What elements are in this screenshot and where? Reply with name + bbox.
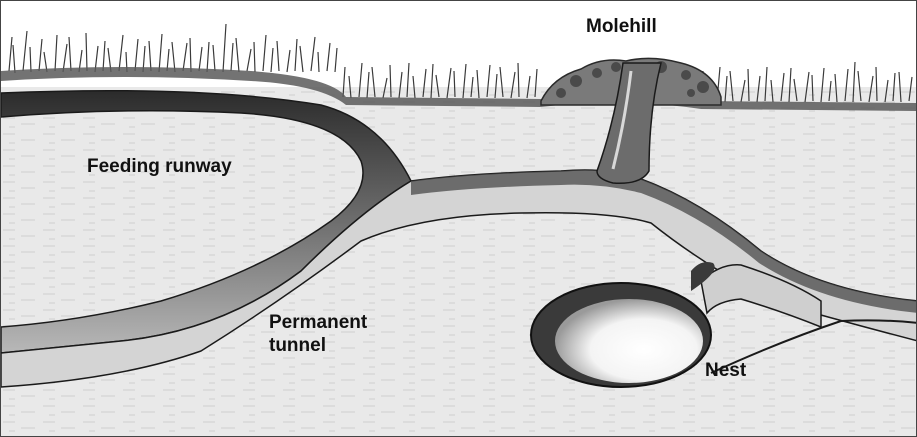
label-permanent-tunnel: Permanent tunnel [269, 311, 367, 357]
label-nest: Nest [705, 359, 746, 382]
label-permanent-tunnel-line1: Permanent [269, 311, 367, 334]
nest-chamber-interior [555, 299, 703, 383]
label-feeding-runway: Feeding runway [87, 155, 232, 178]
label-molehill: Molehill [586, 15, 657, 38]
label-permanent-tunnel-line2: tunnel [269, 334, 367, 357]
